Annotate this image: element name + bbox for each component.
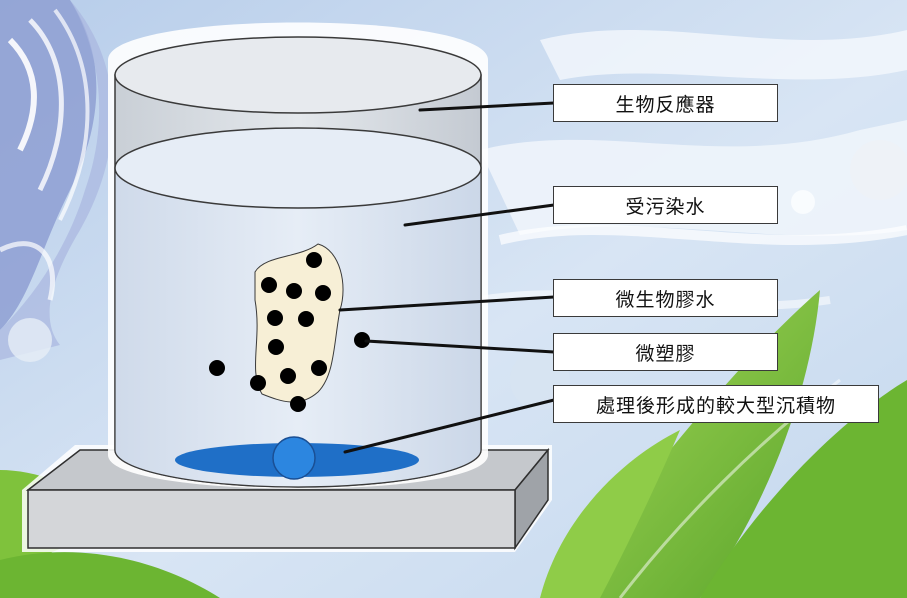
microplastic-dot: [250, 375, 266, 391]
swirl-decoration: [0, 0, 113, 360]
microplastic-dot: [268, 339, 284, 355]
label-microbial-glue: 微生物膠水: [553, 279, 778, 317]
label-contaminated-water: 受污染水: [553, 186, 778, 224]
leader-line-sediment: [343, 398, 556, 454]
microplastic-dot: [298, 311, 314, 327]
leader-line-bioreactor: [418, 101, 556, 112]
label-bioreactor: 生物反應器: [553, 84, 778, 122]
microplastic-dot: [290, 396, 306, 412]
microplastic-dot: [267, 310, 283, 326]
sediment-particle: [272, 436, 316, 480]
microplastic-dot: [354, 332, 370, 348]
microplastic-dot: [209, 360, 225, 376]
microplastic-dot: [280, 368, 296, 384]
leader-line-glue: [338, 295, 556, 312]
microplastic-dots: [209, 252, 370, 412]
microplastic-dot: [311, 360, 327, 376]
microplastic-dot: [261, 277, 277, 293]
water-surface: [114, 127, 482, 209]
leader-line-microplastics: [364, 339, 556, 354]
label-microplastics: 微塑膠: [553, 333, 778, 371]
reactor-rim: [114, 36, 482, 114]
leader-line-water: [403, 203, 556, 227]
label-sediment: 處理後形成的較大型沉積物: [553, 385, 879, 423]
microplastic-dot: [306, 252, 322, 268]
microplastic-dot: [315, 285, 331, 301]
leader-lines: [338, 101, 556, 454]
microplastic-dot: [286, 283, 302, 299]
